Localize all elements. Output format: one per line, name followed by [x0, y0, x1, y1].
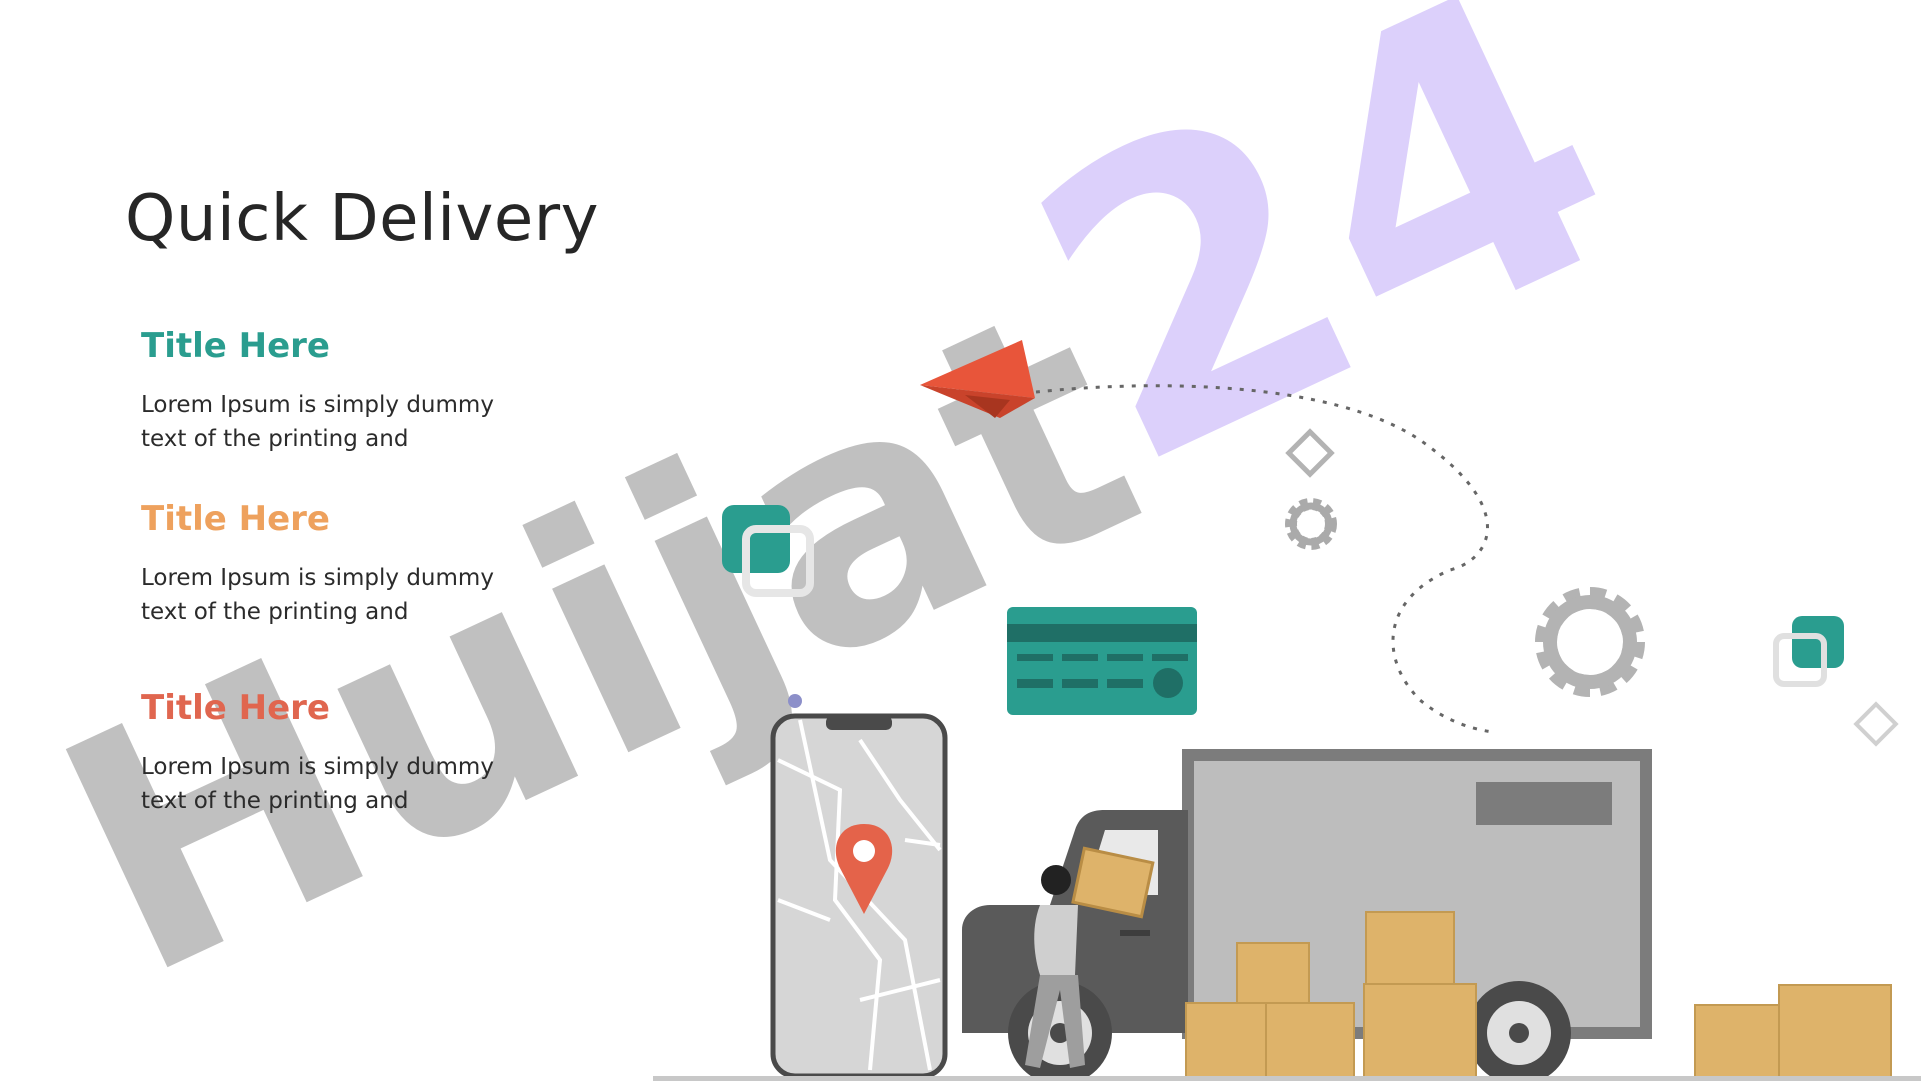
diamond-outline-icon [1853, 701, 1899, 747]
cardboard-boxes [1185, 911, 1477, 1078]
dot-decoration [788, 694, 802, 708]
paper-plane-icon [920, 340, 1035, 418]
dotted-route [1035, 384, 1493, 734]
wheel [1008, 981, 1112, 1081]
item-text: Lorem Ipsum is simply dummy text of the … [141, 392, 494, 452]
item-text: Lorem Ipsum is simply dummy text of the … [141, 754, 494, 814]
item-title: Title Here [141, 499, 330, 539]
cardboard-boxes [1694, 984, 1892, 1078]
gear-icon [1535, 587, 1645, 697]
content-item-3: Title Here Lorem Ipsum is simply dummy t… [141, 688, 561, 818]
teal-square-icon [1773, 616, 1844, 687]
slide-title: Quick Delivery [125, 182, 599, 256]
gear-icon [1285, 498, 1337, 550]
teal-square-icon [722, 505, 814, 597]
card-icon [1007, 607, 1197, 715]
ground-line [653, 1076, 1921, 1081]
item-title: Title Here [141, 688, 330, 728]
smartphone-map [770, 713, 948, 1079]
courier-person [1025, 846, 1155, 1068]
diamond-outline-icon [1285, 428, 1335, 478]
content-item-1: Title Here Lorem Ipsum is simply dummy t… [141, 326, 561, 456]
item-title: Title Here [141, 326, 330, 366]
content-item-2: Title Here Lorem Ipsum is simply dummy t… [141, 499, 561, 629]
item-text: Lorem Ipsum is simply dummy text of the … [141, 565, 494, 625]
location-pin-icon [835, 824, 893, 914]
wheel [1467, 981, 1571, 1081]
